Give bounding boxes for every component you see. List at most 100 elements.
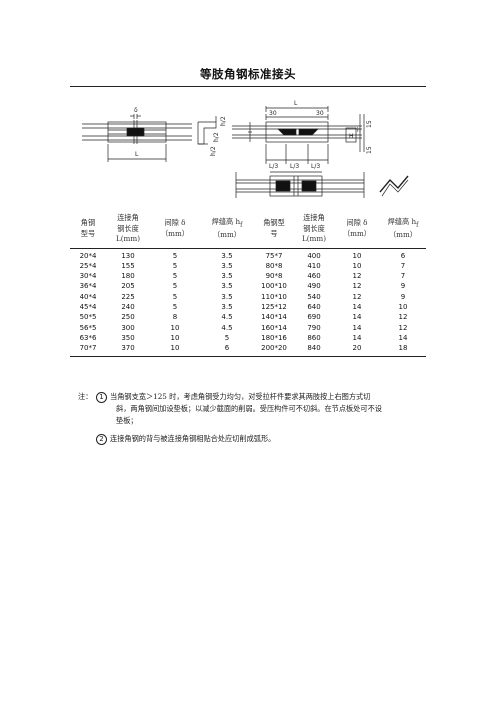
table-cell: 7 <box>400 272 406 281</box>
table-cell: 860 <box>307 333 321 342</box>
table-cell: 14 <box>352 302 362 311</box>
note-1-line-1: 当角钢支宽＞125 时，考虑角钢受力均匀，对受拉杆件要求其两肢按上右图方式切 <box>110 392 371 401</box>
angle-joint-table: 角钢 型号 连接角 钢长度 L(mm) 间隙 δ （mm） 焊缝高 hf （mm… <box>70 210 426 358</box>
table-cell: 10 <box>170 333 180 342</box>
header-weld-height-2: 焊缝高 hf （mm） <box>380 210 426 249</box>
table-cell: 18 <box>380 343 426 358</box>
table-cell: 10 <box>352 261 362 270</box>
dim-15-top: 15 <box>366 120 373 128</box>
table-cell: 490 <box>307 282 321 291</box>
header-gap: 间隙 δ （mm） <box>150 210 200 249</box>
header-gap-2: 间隙 δ （mm） <box>334 210 380 249</box>
table-cell: 25*4 <box>79 261 97 270</box>
table-cell: 3.5 <box>221 261 233 270</box>
table-cell: 4.5 <box>221 323 233 332</box>
table-cell: 140*14 <box>261 313 287 322</box>
table-cell: 225 <box>121 292 135 301</box>
table-cell: 640 <box>307 302 321 311</box>
table-cell: 7 <box>400 261 406 270</box>
table-cell: 3.5 <box>221 272 233 281</box>
table-header-row: 角钢 型号 连接角 钢长度 L(mm) 间隙 δ （mm） 焊缝高 hf （mm… <box>70 210 426 249</box>
table-cell: 240 <box>121 302 135 311</box>
table-cell: 75*7 <box>265 251 283 260</box>
table-cell: 50*5 <box>79 313 97 322</box>
table-cell: 6 <box>400 251 406 260</box>
header-weld-height: 焊缝高 hf （mm） <box>200 210 254 249</box>
page-title: 等肢角钢标准接头 <box>200 67 296 81</box>
header-steel-model: 角钢 型号 <box>70 210 106 249</box>
note-2-text: 连接角钢的背与被连接角钢相贴合处应切削成弧形。 <box>110 434 276 443</box>
table-cell: 12 <box>352 272 362 281</box>
table-cell: 12 <box>398 313 408 322</box>
lower-elevation-drawing <box>235 171 365 198</box>
table-cell: 10 <box>398 302 408 311</box>
table-cell: 40*4 <box>79 292 97 301</box>
table-cell: 12 <box>352 292 362 301</box>
title-divider <box>70 86 426 87</box>
table-cell: 110*10 <box>261 292 287 301</box>
table-cell: 20 <box>334 343 380 358</box>
table-cell: 250 <box>121 313 135 322</box>
table-cell: 155 <box>121 261 135 270</box>
joint-detail-figure: δ L h/2 h/2 h/2 L 30 30 L/3 L/3 L/3 H h … <box>82 100 409 198</box>
table-cell: 10 <box>352 251 362 260</box>
table-cell: 400 <box>307 251 321 260</box>
l3-label-a: L/3 <box>269 163 278 170</box>
table-cell: 6 <box>200 343 254 358</box>
note-1-line-3: 垫板； <box>116 416 138 425</box>
table-cell: 12 <box>398 323 408 332</box>
center-elevation-drawing <box>232 106 362 164</box>
gap-delta-label: δ <box>134 107 138 114</box>
table-cell: 5 <box>172 261 178 270</box>
table-cell: 5 <box>172 251 178 260</box>
table-cell: 130 <box>121 251 135 260</box>
table-cell: 460 <box>307 272 321 281</box>
table-cell: 790 <box>307 323 321 332</box>
table-cell: 80*8 <box>265 261 283 270</box>
table-cell: 90*8 <box>265 272 283 281</box>
l3-label-c: L/3 <box>311 163 320 170</box>
table-cell: 30*4 <box>79 272 97 281</box>
table-cell: 5 <box>172 292 178 301</box>
table-cell: 5 <box>224 333 230 342</box>
table-row: 20*4 130 5 3.5 75*7 400 10 6 <box>70 248 426 261</box>
h2-label-a: h/2 <box>213 132 220 142</box>
table-cell: 70*7 <box>70 343 106 358</box>
table-cell: 540 <box>307 292 321 301</box>
table-cell: 100*10 <box>261 282 287 291</box>
table-cell: 5 <box>172 282 178 291</box>
table-cell: 180 <box>121 272 135 281</box>
table-cell: 3.5 <box>221 292 233 301</box>
h2-label-c: h/2 <box>210 146 217 156</box>
table-cell: 205 <box>121 282 135 291</box>
table-cell: 4.5 <box>221 313 233 322</box>
table-cell: 56*5 <box>79 323 97 332</box>
table-cell: 3.5 <box>221 251 233 260</box>
table-cell: 840 <box>294 343 334 358</box>
table-cell: 3.5 <box>221 282 233 291</box>
header-connect-length: 连接角 钢长度 L(mm) <box>106 210 150 249</box>
table-cell: 5 <box>172 272 178 281</box>
table-cell: 20*4 <box>79 251 97 260</box>
table-cell: 8 <box>172 313 178 322</box>
table-cell: 10 <box>150 343 200 358</box>
angle-section-drawing <box>197 116 217 145</box>
lower-angle-section-drawing <box>379 175 409 197</box>
dim-15-bottom: 15 <box>366 146 373 154</box>
h-label: h <box>357 127 361 134</box>
dim-30-left: 30 <box>269 110 277 117</box>
note-1-number: 1 <box>96 392 107 403</box>
l3-label-b: L/3 <box>290 163 299 170</box>
table-cell: 14 <box>398 333 408 342</box>
table-cell: 370 <box>106 343 150 358</box>
table-cell: 45*4 <box>79 302 97 311</box>
table-cell: 160*14 <box>261 323 287 332</box>
